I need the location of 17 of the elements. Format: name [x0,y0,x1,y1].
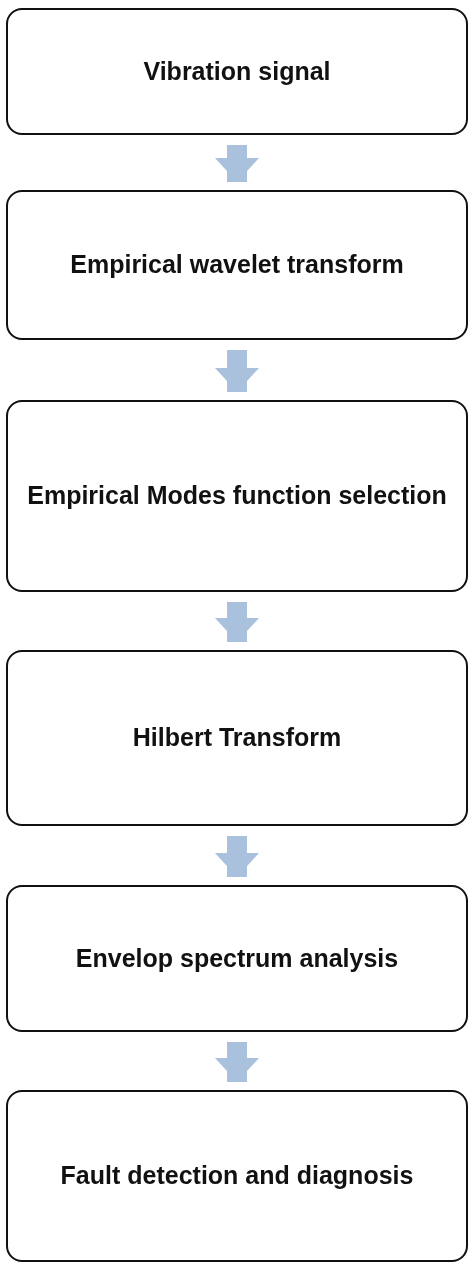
block-arrow [215,145,259,182]
step-label: Empirical Modes function selection [27,480,447,512]
process-box [6,8,468,135]
step-label: Hilbert Transform [132,722,342,754]
block-arrow [215,1042,259,1082]
block-arrow [215,350,259,392]
step-label: Envelop spectrum analysis [75,942,399,974]
process-box [6,1090,468,1262]
process-box [6,650,468,826]
process-box [6,190,468,340]
block-arrow [215,836,259,877]
step-label: Fault detection and diagnosis [60,1160,414,1192]
step-label: Vibration signal [143,55,331,87]
process-box [6,400,468,592]
block-arrow [215,602,259,642]
process-box [6,885,468,1032]
step-label: Empirical wavelet transform [70,249,404,281]
